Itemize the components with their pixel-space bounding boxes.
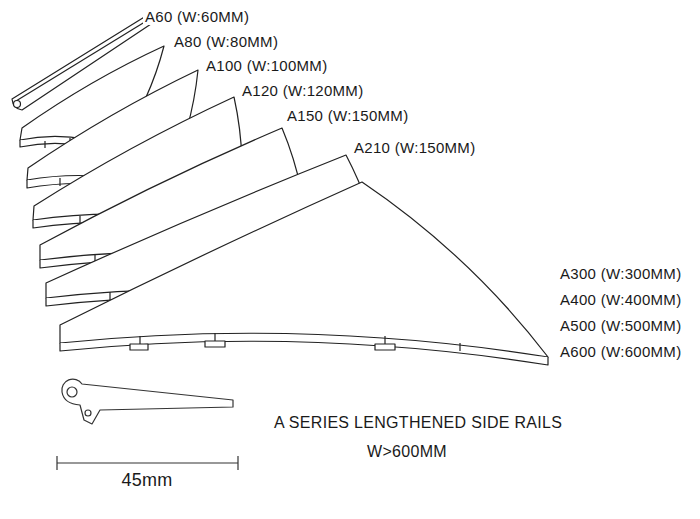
dimension-tick	[56, 456, 57, 470]
dimension-line	[57, 462, 238, 463]
size-label: A600 (W:600MM)	[558, 343, 683, 360]
dimension-value: 45mm	[119, 470, 174, 491]
label-holder: A80 (W:80MM)	[172, 33, 280, 50]
label-holder: A400 (W:400MM)	[558, 291, 683, 308]
label-holder: A SERIES LENGTHENED SIDE RAILS	[272, 414, 564, 432]
profile-clip	[375, 344, 395, 350]
profile-stack	[12, 14, 548, 365]
size-label: A400 (W:400MM)	[558, 291, 683, 308]
label-holder: A100 (W:100MM)	[204, 57, 329, 74]
dimension-line	[57, 456, 238, 470]
profile-clip	[205, 341, 225, 347]
size-label: A100 (W:100MM)	[204, 57, 329, 74]
size-label: A300 (W:300MM)	[558, 265, 683, 282]
profile-hook	[14, 101, 21, 108]
profile-surface	[60, 182, 548, 357]
label-holder: A120 (W:120MM)	[240, 82, 365, 99]
label-holder: 45mm	[119, 470, 174, 491]
dimension-note: W>600MM	[365, 443, 449, 461]
dimension-tick	[237, 456, 238, 470]
side-rail-section	[62, 379, 233, 424]
label-holder: A600 (W:600MM)	[558, 343, 683, 360]
caption-text: A SERIES LENGTHENED SIDE RAILS	[272, 414, 564, 432]
size-label: A60 (W:60MM)	[143, 8, 251, 25]
rail-bead	[85, 410, 91, 416]
label-holder: A150 (W:150MM)	[285, 107, 410, 124]
size-label: A500 (W:500MM)	[558, 317, 683, 334]
size-label: A80 (W:80MM)	[172, 33, 280, 50]
rail-hook	[67, 387, 77, 397]
rail-outline	[62, 379, 233, 424]
size-label: A150 (W:150MM)	[285, 107, 410, 124]
profile-a600	[60, 182, 548, 365]
size-label: A210 (W:150MM)	[352, 139, 477, 156]
label-holder: A210 (W:150MM)	[352, 139, 477, 156]
label-holder: A60 (W:60MM)	[143, 8, 251, 25]
profile-seam	[140, 333, 460, 351]
label-holder: A300 (W:300MM)	[558, 265, 683, 282]
profile-section	[60, 341, 548, 365]
size-label: A120 (W:120MM)	[240, 82, 365, 99]
label-holder: W>600MM	[365, 443, 449, 461]
label-holder: A500 (W:500MM)	[558, 317, 683, 334]
profile-clip	[130, 344, 148, 350]
